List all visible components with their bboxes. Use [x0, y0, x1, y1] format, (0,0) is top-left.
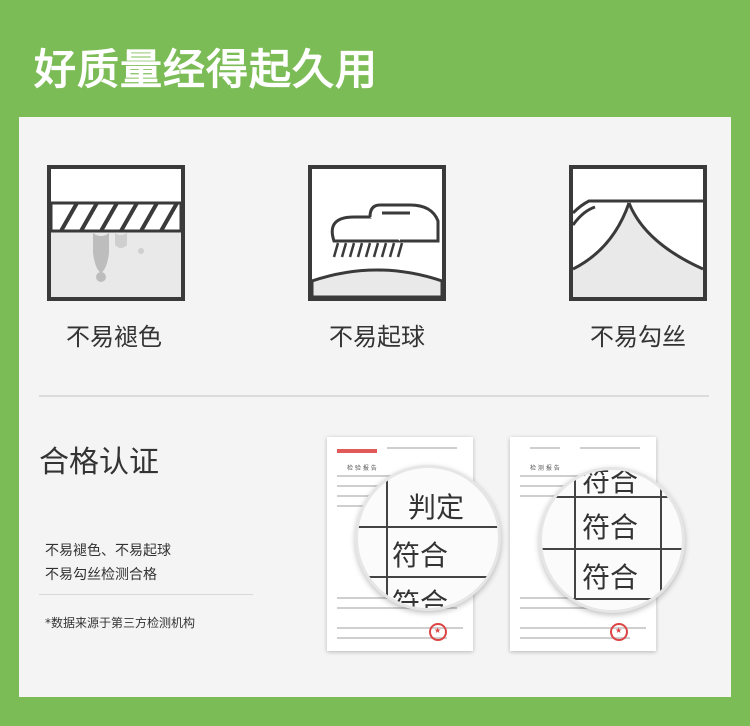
content-panel: 不易褪色 不易起球 不易勾丝 合格认证 不易褪色、不易起球 — [19, 117, 731, 697]
cert-divider — [39, 594, 253, 595]
stamp-icon — [610, 623, 628, 641]
cert-line-1: 不易褪色、不易起球 — [45, 543, 171, 559]
stamp-icon — [429, 623, 447, 641]
fabric-snag-icon — [569, 165, 707, 301]
fabric-drip-icon — [47, 165, 185, 301]
cert-title: 合格认证 — [39, 445, 159, 480]
page-title: 好质量经得起久用 — [34, 45, 379, 94]
feature-label-snag: 不易勾丝 — [590, 323, 686, 351]
section-divider — [39, 395, 709, 397]
magnifier-1: 判定 符合 符合 — [355, 465, 501, 611]
feature-label-fade: 不易褪色 — [66, 323, 162, 351]
cert-note: *数据来源于第三方检测机构 — [45, 616, 196, 630]
brush-hand-icon — [308, 165, 446, 301]
report-header: 检 验 报 告 — [347, 465, 377, 472]
report-header: 检 测 报 告 — [530, 465, 560, 472]
cert-line-2: 不易勾丝检测合格 — [45, 567, 157, 583]
feature-label-pilling: 不易起球 — [329, 323, 425, 351]
magnifier-2: 符合 符合 符合 — [539, 467, 685, 613]
